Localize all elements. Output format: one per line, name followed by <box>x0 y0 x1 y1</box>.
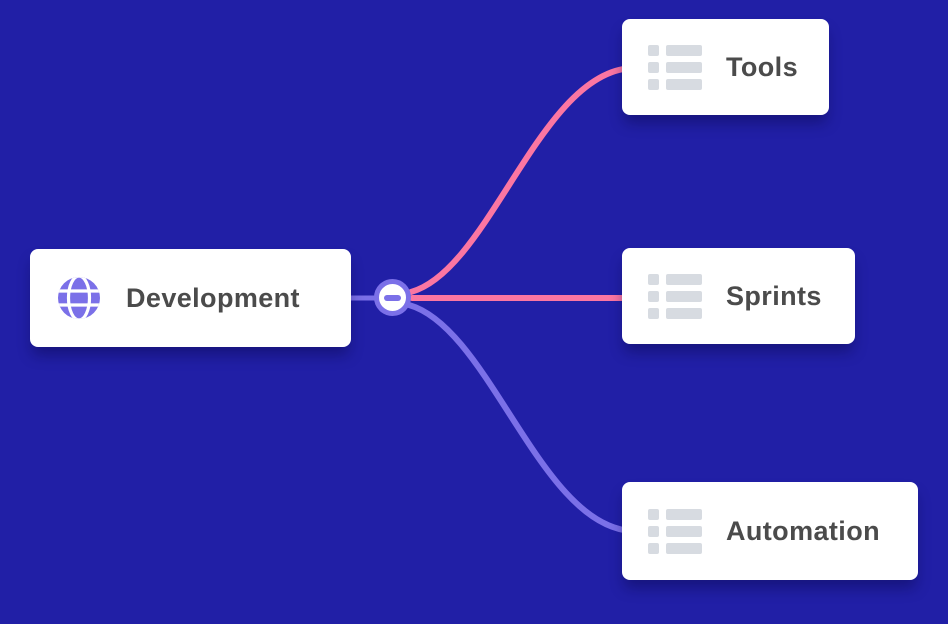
minus-icon <box>384 294 401 301</box>
node-tools[interactable]: Tools <box>622 19 829 115</box>
node-label: Sprints <box>726 280 822 311</box>
node-label: Development <box>126 282 300 313</box>
globe-icon <box>58 277 100 319</box>
node-label: Automation <box>726 515 880 546</box>
node-sprints[interactable]: Sprints <box>622 248 855 344</box>
connector-junction-tools <box>408 65 635 295</box>
list-icon <box>648 273 702 319</box>
collapse-toggle-button[interactable] <box>374 279 411 316</box>
list-icon <box>648 508 702 554</box>
connector-junction-automation <box>406 302 635 534</box>
node-automation[interactable]: Automation <box>622 482 918 580</box>
list-icon <box>648 44 702 90</box>
node-development[interactable]: Development <box>30 249 351 347</box>
node-label: Tools <box>726 51 798 82</box>
